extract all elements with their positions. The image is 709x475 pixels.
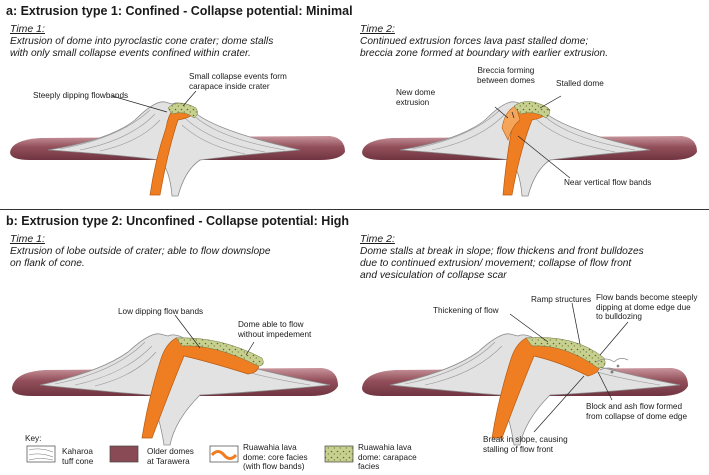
- label-steep-flowbands: Steeply dipping flowbands: [33, 91, 129, 100]
- label-line: from collapse of dome edge: [586, 411, 688, 421]
- key-line: facies: [358, 462, 380, 472]
- panel-a-time1: [10, 90, 345, 197]
- key-swatches: [26, 445, 354, 463]
- panel-b-time1: [12, 314, 338, 446]
- label-thickening: Thickening of flow: [433, 306, 499, 315]
- key-item-tuff: Kaharoa tuff cone: [62, 447, 93, 466]
- label-new-dome: New dome extrusion: [396, 88, 435, 107]
- panel-b-time2: [362, 302, 688, 446]
- key-line: Kaharoa: [62, 447, 93, 456]
- desc-line: and vesiculation of collapse scar: [360, 270, 507, 281]
- desc-line: with only small collapse events confined…: [10, 48, 251, 59]
- a-time2-description: Continued extrusion forces lava past sta…: [360, 36, 705, 60]
- a-time1-heading: Time 1:: [10, 23, 45, 35]
- key-line: dome: carapace: [358, 452, 417, 462]
- block-ash-flow: [595, 358, 629, 374]
- label-low-dipping: Low dipping flow bands: [118, 307, 204, 316]
- b-time1-heading: Time 1:: [10, 233, 45, 245]
- key-line: Older domes: [147, 447, 194, 456]
- label-line: Break in slope, causing: [483, 435, 568, 444]
- panel-a-time2: [362, 95, 697, 197]
- label-steep-bands: Flow bands become steeply dipping at dom…: [596, 293, 698, 322]
- key-line: Ruawahia lava: [243, 443, 297, 452]
- key-line: tuff cone: [62, 456, 94, 466]
- label-line: New dome: [396, 88, 436, 97]
- label-breccia: Breccia forming between domes: [477, 66, 535, 85]
- key-title: Key:: [25, 434, 42, 443]
- section-b-title: b: Extrusion type 2: Unconfined - Collap…: [6, 214, 350, 228]
- label-line: Small collapse events form: [189, 72, 287, 81]
- label-line: dipping at dome edge due: [596, 302, 691, 312]
- label-line: Flow bands become steeply: [596, 293, 698, 302]
- label-near-vertical: Near vertical flow bands: [564, 178, 652, 187]
- label-line: Block and ash flow formed: [586, 402, 683, 411]
- desc-line: breccia zone formed at boundary with ear…: [360, 48, 609, 59]
- label-line: stalling of flow front: [483, 444, 554, 454]
- carapace: [525, 337, 606, 369]
- b-time1-description: Extrusion of lobe outside of crater; abl…: [10, 246, 350, 270]
- desc-line: Extrusion of dome into pyroclastic cone …: [10, 36, 274, 47]
- a-time2-heading: Time 2:: [360, 23, 395, 35]
- section-a-title: a: Extrusion type 1: Confined - Collapse…: [6, 4, 353, 18]
- key-line: dome: core facies: [243, 452, 308, 462]
- desc-line: Extrusion of lobe outside of crater; abl…: [10, 246, 271, 257]
- label-break-slope: Break in slope, causing stalling of flow…: [483, 435, 568, 454]
- key-line: Ruawahia lava: [358, 443, 412, 452]
- label-block-ash: Block and ash flow formed from collapse …: [586, 402, 687, 421]
- b-time2-heading: Time 2:: [360, 233, 395, 245]
- label-stalled-dome: Stalled dome: [556, 79, 604, 88]
- b-time2-description: Dome stalls at break in slope; flow thic…: [360, 246, 705, 282]
- a-time1-description: Extrusion of dome into pyroclastic cone …: [10, 36, 350, 60]
- label-ramp: Ramp structures: [531, 295, 592, 304]
- key-line: at Tarawera: [147, 456, 190, 466]
- label-line: Breccia forming: [477, 66, 535, 75]
- new-dome: [501, 105, 521, 141]
- label-line: to bulldozing: [596, 312, 642, 322]
- desc-line: Dome stalls at break in slope; flow thic…: [360, 246, 644, 257]
- older-dome-swatch: [109, 445, 139, 463]
- label-line: without impedement: [238, 329, 312, 339]
- section-divider: [0, 209, 709, 210]
- desc-line: Continued extrusion forces lava past sta…: [360, 36, 589, 47]
- key-item-carapace: Ruawahia lava dome: carapace facies: [358, 443, 417, 472]
- key-item-core: Ruawahia lava dome: core facies (with fl…: [243, 443, 308, 472]
- desc-line: on flank of cone.: [10, 258, 85, 269]
- carapace-swatch: [324, 445, 354, 463]
- label-line: Dome able to flow: [238, 320, 304, 329]
- label-small-collapse: Small collapse events form carapace insi…: [189, 72, 287, 91]
- key-line: (with flow bands): [243, 462, 305, 472]
- label-line: carapace inside crater: [189, 81, 270, 91]
- label-dome-able: Dome able to flow without impedement: [238, 320, 311, 339]
- key-item-older-domes: Older domes at Tarawera: [147, 447, 194, 466]
- desc-line: due to continued extrusion/ movement; co…: [360, 258, 632, 269]
- label-line: extrusion: [396, 97, 430, 107]
- carapace: [167, 102, 198, 119]
- label-line: between domes: [477, 75, 535, 85]
- carapace: [513, 101, 550, 119]
